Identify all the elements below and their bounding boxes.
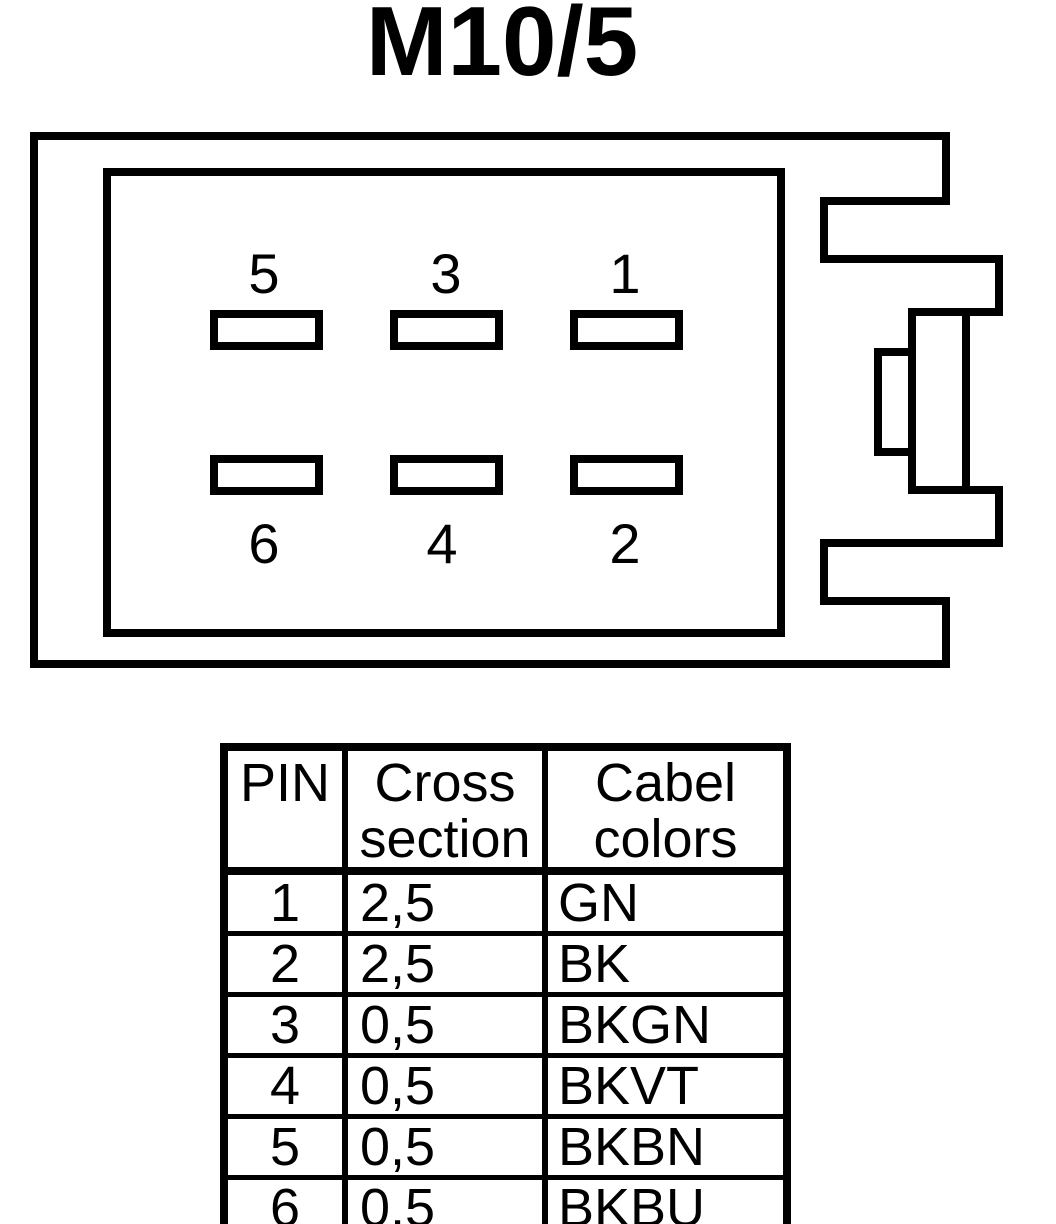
pin-slot-4 bbox=[390, 455, 503, 495]
connector-title: M10/5 bbox=[365, 0, 639, 96]
cell-cable-color: BKBU bbox=[542, 1175, 790, 1224]
pin-label-2: 2 bbox=[609, 512, 641, 575]
connector-drawing bbox=[30, 132, 1003, 668]
pin-slot-5 bbox=[210, 310, 323, 350]
header-pin: PIN bbox=[221, 744, 348, 875]
pin-slot-1 bbox=[570, 310, 683, 350]
cell-cable-color: GN bbox=[542, 868, 790, 936]
latch-tab bbox=[874, 348, 916, 456]
cell-cable-color: BK bbox=[542, 931, 790, 997]
pin-slot-3 bbox=[390, 310, 503, 350]
pin-slot-2 bbox=[570, 455, 683, 495]
pin-label-4: 4 bbox=[426, 512, 458, 575]
table-row: 4 0,5 BKVT bbox=[221, 1053, 790, 1119]
connector-cavity bbox=[103, 168, 785, 637]
cell-pin: 2 bbox=[221, 931, 348, 997]
cell-cross-section: 0,5 bbox=[342, 1053, 548, 1119]
table-row: 3 0,5 BKGN bbox=[221, 992, 790, 1058]
cell-pin: 6 bbox=[221, 1175, 348, 1224]
cell-cross-section: 2,5 bbox=[342, 931, 548, 997]
cell-cable-color: BKBN bbox=[542, 1114, 790, 1180]
cell-cable-color: BKVT bbox=[542, 1053, 790, 1119]
cell-cross-section: 0,5 bbox=[342, 992, 548, 1058]
cell-pin: 5 bbox=[221, 1114, 348, 1180]
connector-outline bbox=[30, 132, 1003, 668]
cell-pin: 1 bbox=[221, 868, 348, 936]
pin-label-5: 5 bbox=[248, 242, 280, 305]
pin-label-1: 1 bbox=[609, 242, 641, 305]
cell-cross-section: 0,5 bbox=[342, 1114, 548, 1180]
table-row: 1 2,5 GN bbox=[221, 868, 790, 936]
pin-label-3: 3 bbox=[430, 242, 462, 305]
table-row: 5 0,5 BKBN bbox=[221, 1114, 790, 1180]
pin-table: PIN Cross section Cabel colors 1 2,5 GN … bbox=[220, 743, 791, 1224]
table-row: 6 0,5 BKBU bbox=[221, 1175, 790, 1224]
header-cable-colors: Cabel colors bbox=[542, 744, 790, 875]
cell-cross-section: 0,5 bbox=[342, 1175, 548, 1224]
cell-cross-section: 2,5 bbox=[342, 868, 548, 936]
pin-slot-6 bbox=[210, 455, 323, 495]
pin-label-6: 6 bbox=[248, 512, 280, 575]
cell-cable-color: BKGN bbox=[542, 992, 790, 1058]
cell-pin: 4 bbox=[221, 1053, 348, 1119]
cell-pin: 3 bbox=[221, 992, 348, 1058]
table-row: 2 2,5 BK bbox=[221, 931, 790, 997]
table-header-row: PIN Cross section Cabel colors bbox=[221, 744, 790, 875]
header-cross-section: Cross section bbox=[342, 744, 548, 875]
